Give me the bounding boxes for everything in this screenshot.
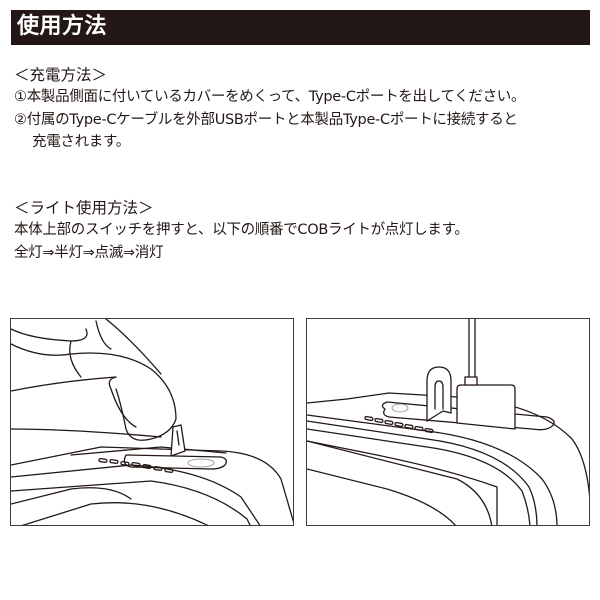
charging-section: ＜充電方法＞ ①本製品側面に付いているカバーをめくって、Type-Cポートを出し… xyxy=(14,64,594,154)
light-section: ＜ライト使用方法＞ 本体上部のスイッチを押すと、以下の順番でCOBライトが点灯し… xyxy=(14,197,594,264)
type-c-plug-icon xyxy=(456,384,516,430)
header-bar: 使用方法 xyxy=(11,10,590,45)
light-sequence: 全灯⇒半灯⇒点滅⇒消灯 xyxy=(14,244,164,261)
finger-switch-illustration xyxy=(11,319,293,525)
figure-finger-pressing-switch xyxy=(10,318,294,526)
type-c-illustration xyxy=(307,319,589,525)
light-instruction: 本体上部のスイッチを押すと、以下の順番でCOBライトが点灯します。 xyxy=(14,222,469,238)
page-title: 使用方法 xyxy=(17,14,108,39)
charging-step-1: ①本製品側面に付いているカバーをめくって、Type-Cポートを出してください。 xyxy=(14,89,526,105)
vent-slots-icon xyxy=(98,457,174,473)
charging-step-2-cont: 充電されます。 xyxy=(32,134,130,150)
light-title: ＜ライト使用方法＞ xyxy=(14,199,154,217)
vent-slots-icon xyxy=(364,415,434,434)
figure-type-c-connected xyxy=(306,318,590,526)
charging-title: ＜充電方法＞ xyxy=(14,66,108,84)
charging-step-2: ②付属のType-Cケーブルを外部USBポートと本製品Type-Cポートに接続す… xyxy=(14,111,518,128)
